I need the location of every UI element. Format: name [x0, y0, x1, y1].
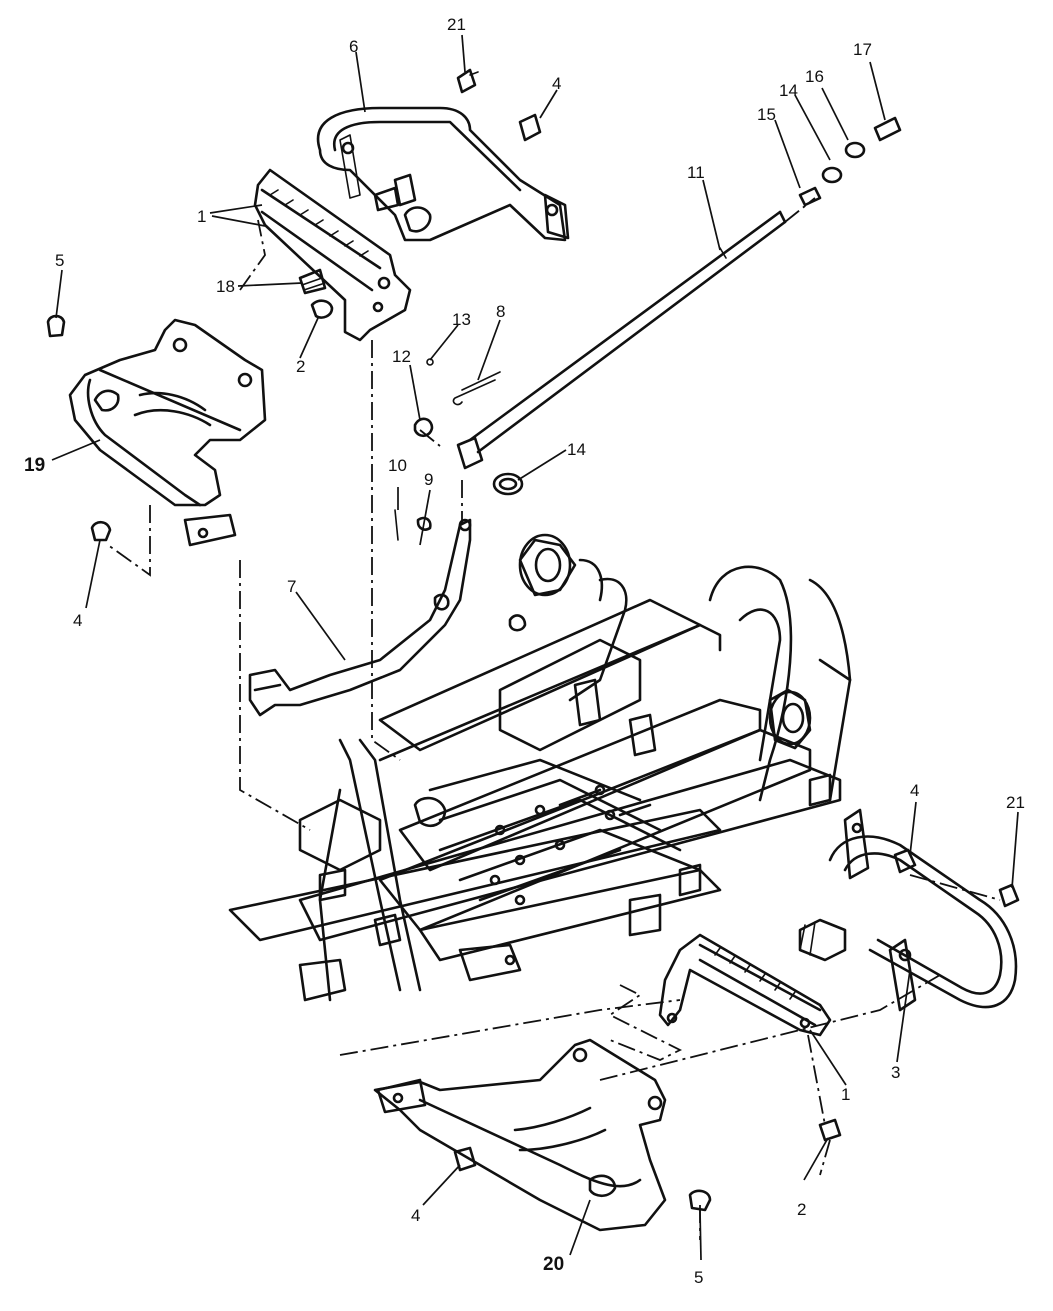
- footrest-plate-19: [68, 318, 267, 547]
- callout-16: 16: [805, 67, 824, 86]
- callout-7: 7: [287, 577, 296, 596]
- callout-4-top: 4: [552, 74, 561, 93]
- callout-5-top: 5: [55, 251, 64, 270]
- callout-14-top: 14: [779, 81, 798, 100]
- callout-20: 20: [543, 1254, 564, 1275]
- callout-21-top: 21: [447, 15, 466, 34]
- shift-lever-7: [248, 518, 472, 717]
- callout-17: 17: [853, 40, 872, 59]
- callout-4-left: 4: [73, 611, 82, 630]
- callout-5-bottom: 5: [694, 1268, 703, 1287]
- frame: [228, 558, 852, 1002]
- callout-18: 18: [216, 277, 235, 296]
- callout-3: 3: [891, 1063, 900, 1082]
- frame-mounts: [508, 533, 812, 750]
- callout-10: 10: [388, 456, 407, 475]
- callout-2-top: 2: [296, 357, 305, 376]
- callout-14-mid: 14: [567, 440, 586, 459]
- callout-1-bottom: 1: [841, 1085, 850, 1104]
- callout-labels: 21 6 4 17 14 16 15 11 1 5 18 13 8 2 12 1…: [24, 15, 1025, 1287]
- footpeg-bracket-lower: [658, 933, 832, 1037]
- callout-9: 9: [424, 470, 433, 489]
- callout-12: 12: [392, 347, 411, 366]
- leader-lines: [51, 34, 1019, 1261]
- callout-6: 6: [349, 37, 358, 56]
- callout-1-top: 1: [197, 207, 206, 226]
- callout-4-right: 4: [910, 781, 919, 800]
- callout-2-bottom: 2: [797, 1200, 806, 1219]
- callout-21-right: 21: [1006, 793, 1025, 812]
- footrest-guard-3: [798, 808, 1018, 1012]
- callout-11: 11: [687, 163, 705, 182]
- footpeg-bracket-upper: [253, 168, 412, 342]
- callout-15: 15: [757, 105, 776, 124]
- fastener-bolts: [46, 68, 1020, 1212]
- callout-4-bottom: 4: [411, 1206, 420, 1225]
- linkage-parts: [413, 116, 902, 496]
- footrest-guard-6: [316, 106, 570, 242]
- callout-13: 13: [452, 310, 471, 329]
- footrest-plate-20: [373, 1038, 667, 1232]
- callout-8: 8: [496, 302, 505, 321]
- assembly-lines: [107, 197, 1001, 1240]
- callout-19: 19: [24, 455, 45, 476]
- shift-rod-11: [468, 210, 787, 454]
